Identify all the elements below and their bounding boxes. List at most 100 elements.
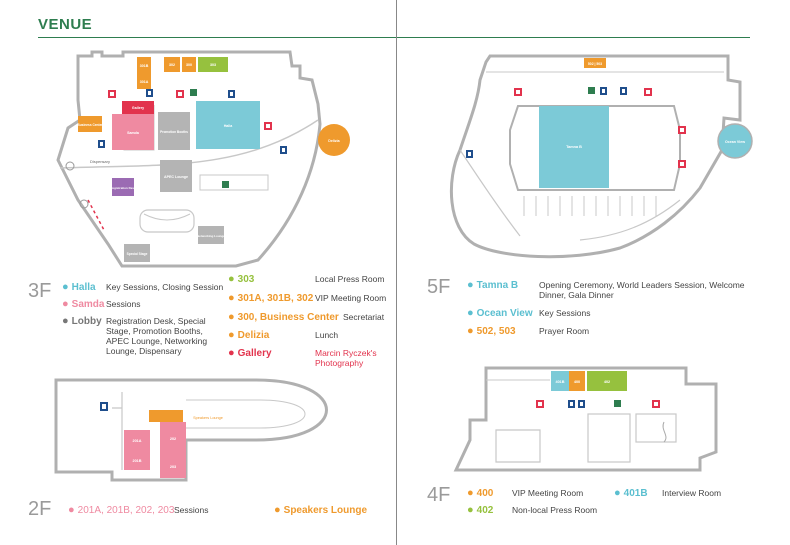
room-special-stage xyxy=(124,244,150,262)
room-301b xyxy=(137,57,151,73)
restroom-icon xyxy=(678,160,686,168)
legend-5f-502-503: ●502, 503 xyxy=(467,325,516,337)
label-301b: 301B xyxy=(140,64,149,68)
legend-5f-tamna-b-desc: Opening Ceremony, World Leaders Session,… xyxy=(539,280,745,300)
label-promotion-booths: Promotion Booths xyxy=(160,130,188,134)
label-dispensary: Dispensary xyxy=(90,159,110,164)
room-networking-lounge xyxy=(198,226,224,244)
legend-3f-300: ●300, Business Center xyxy=(228,311,339,323)
floor-label-2f: 2F xyxy=(28,498,52,520)
floor-label-4f: 4F xyxy=(427,484,451,506)
legend-3f-lobby: ●Lobby xyxy=(62,315,102,327)
room-ocean-view xyxy=(717,123,753,159)
room-tamna-b xyxy=(539,106,609,188)
room-202 xyxy=(160,422,186,452)
legend-3f-gallery-desc: Marcin Ryczek's Photography xyxy=(315,348,377,368)
legend-3f-gallery: ●Gallery xyxy=(228,347,272,359)
room-apec-lounge xyxy=(160,160,192,192)
legend-4f-401b: ●401B xyxy=(614,487,648,499)
floor-label-5f: 5F xyxy=(427,276,451,298)
room-402 xyxy=(587,371,627,391)
label-402: 402 xyxy=(604,380,610,384)
emergency-exit-icon xyxy=(222,181,229,188)
room-303 xyxy=(198,57,228,72)
room-300 xyxy=(182,57,196,72)
legend-4f-402-desc: Non-local Press Room xyxy=(512,505,598,515)
legend-3f-301-302: ●301A, 301B, 302 xyxy=(228,292,314,304)
floor-label-3f: 3F xyxy=(28,280,52,302)
emergency-exit-icon xyxy=(190,89,197,96)
label-special-stage: Special Stage xyxy=(127,252,148,256)
label-300: 300 xyxy=(186,63,192,67)
label-networking-lounge: Networking Lounge xyxy=(197,234,225,238)
elevator-icon xyxy=(98,140,105,148)
floor2-map: 201A 201B 202 203 Speakers Lounge xyxy=(54,378,328,482)
restroom-icon xyxy=(644,88,652,96)
legend-5f-502-503-desc: Prayer Room xyxy=(539,326,590,336)
restroom-icon xyxy=(652,400,660,408)
room-halla xyxy=(196,101,260,149)
legend-4f-400-desc: VIP Meeting Room xyxy=(512,488,584,498)
legend-2f-sessions: ●201A, 201B, 202, 203 xyxy=(68,504,175,516)
elevator-icon xyxy=(146,89,153,97)
floor4-outline xyxy=(453,366,718,472)
restroom-icon xyxy=(264,122,272,130)
room-promotion-booths xyxy=(158,112,190,150)
legend-4f-400: ●400 xyxy=(467,487,494,499)
restroom-icon xyxy=(176,90,184,98)
page-title: VENUE xyxy=(38,16,93,33)
room-samda xyxy=(112,114,154,150)
legend-2f-speakers-lounge: ●Speakers Lounge xyxy=(274,504,368,516)
label-samda: Samda xyxy=(127,131,140,135)
legend-3f-303-desc: Local Press Room xyxy=(315,274,385,284)
label-halla: Halla xyxy=(224,124,234,128)
legend-5f-ocean-view-desc: Key Sessions xyxy=(539,308,591,318)
emergency-exit-icon xyxy=(588,87,595,94)
room-203 xyxy=(160,452,186,478)
legend-3f-samda-desc: Sessions xyxy=(106,299,141,309)
legend-3f-301-302-desc: VIP Meeting Room xyxy=(315,293,387,303)
elevator-icon xyxy=(620,87,627,95)
floor3-map: 301B 301A 302 300 303 Gallery Business C… xyxy=(56,50,350,268)
label-speakers-lounge: Speakers Lounge xyxy=(193,416,223,420)
center-divider xyxy=(396,0,397,545)
room-speakers-lounge xyxy=(149,410,183,422)
elevator-icon xyxy=(280,146,287,154)
room-business-center xyxy=(78,116,102,132)
legend-5f-tamna-b: ●Tamna B xyxy=(467,279,519,291)
room-502-503 xyxy=(584,58,606,68)
label-gallery: Gallery xyxy=(132,106,144,110)
room-301a xyxy=(137,73,151,89)
restroom-icon xyxy=(678,126,686,134)
label-202: 202 xyxy=(170,437,176,441)
label-400: 400 xyxy=(574,380,580,384)
legend-4f-402: ●402 xyxy=(467,504,494,516)
label-business-center: Business Center xyxy=(77,123,103,127)
label-203: 203 xyxy=(170,465,176,469)
header-rule xyxy=(38,37,750,38)
label-303: 303 xyxy=(210,63,216,67)
room-registration-desk xyxy=(112,178,134,196)
room-401b xyxy=(551,371,569,391)
legend-3f-halla: ●Halla xyxy=(62,281,96,293)
legend-3f-samda: ●Samda xyxy=(62,298,105,310)
elevator-icon xyxy=(100,402,108,411)
room-302 xyxy=(164,57,180,72)
restroom-icon xyxy=(514,88,522,96)
legend-3f-halla-desc: Key Sessions, Closing Session xyxy=(106,282,224,292)
floor2-outline xyxy=(54,378,328,482)
label-tamna-b: Tamna B xyxy=(566,145,582,149)
label-registration-desk: Registration Desk xyxy=(110,186,136,190)
room-delizia xyxy=(318,124,350,156)
legend-4f-401b-desc: Interview Room xyxy=(662,488,722,498)
room-400 xyxy=(569,371,585,391)
legend-3f-300-desc: Secretariat xyxy=(343,312,385,322)
legend-3f-delizia-desc: Lunch xyxy=(315,330,339,340)
restroom-icon xyxy=(536,400,544,408)
label-ocean-view: Ocean View xyxy=(725,140,745,144)
room-gallery xyxy=(122,101,154,114)
label-delizia: Delizia xyxy=(328,139,340,143)
label-502-503: 502 | 503 xyxy=(588,62,602,66)
elevator-icon xyxy=(578,400,585,408)
